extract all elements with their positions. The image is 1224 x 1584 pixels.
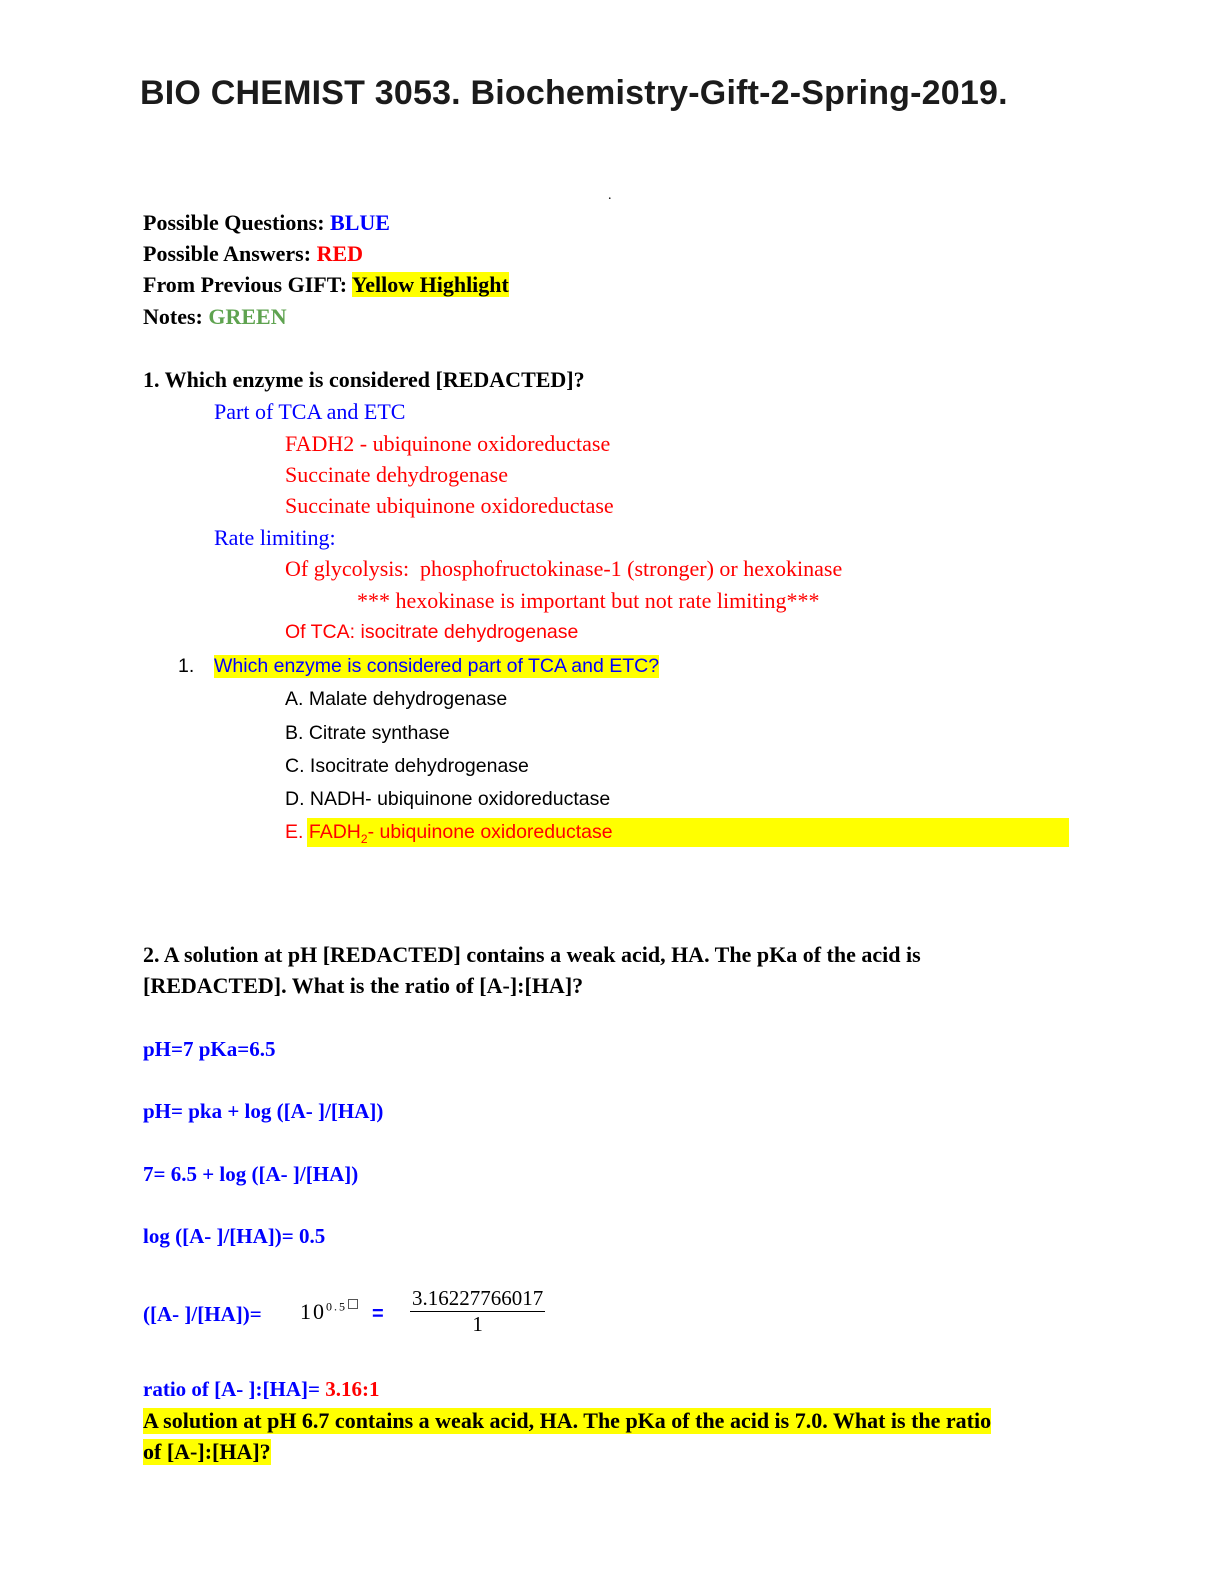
legend-questions-label: Possible Questions: [143,210,325,235]
q1-answer-letter: E. [285,821,304,843]
q1-answer-option: E. FADH2- ubiquinone oxidoreductase [285,821,613,846]
q1-part-answer: Succinate ubiquinone oxidoreductase [285,493,614,518]
q1-rate-glycolysis: Of glycolysis: phosphofructokinase-1 (st… [285,556,843,581]
q1-option: B. Citrate synthase [285,722,450,744]
q1-answer-rest: - ubiquinone oxidoreductase [367,821,613,843]
q2-equation-4-equals: = [372,1303,384,1325]
q1-rate-label: Rate limiting: [214,525,336,550]
q1-part-answer: Succinate dehydrogenase [285,462,508,487]
q1-answer-highlight-bar [307,818,1069,847]
q2-given: pH=7 pKa=6.5 [143,1037,276,1061]
legend-questions-value: BLUE [330,210,390,235]
q2-fraction-denominator: 1 [472,1312,483,1336]
q2-heading-line1: 2. A solution at pH [REDACTED] contains … [143,942,921,967]
q2-ratio-value: 3.16:1 [325,1377,380,1401]
q2-ratio: ratio of [A- ]:[HA]= 3.16:1 [143,1377,379,1402]
q1-answer-subscript: 2 [360,831,368,846]
q2-power-base: 10 [300,1299,326,1324]
q2-power-exponent: 0.5 [326,1299,347,1314]
q2-equation-4-left: ([A- ]/[HA])= [143,1302,262,1326]
q1-heading: 1. Which enzyme is considered [REDACTED]… [143,367,585,392]
legend-answers-value: RED [316,241,364,266]
q2-equation-2: 7= 6.5 + log ([A- ]/[HA]) [143,1162,359,1186]
legend-answers-label: Possible Answers: [143,241,312,266]
legend-notes-value: GREEN [208,304,287,329]
q1-option: D. NADH- ubiquinone oxidoreductase [285,788,611,810]
legend-notes: Notes: GREEN [143,304,287,330]
legend-previous-label: From Previous GIFT: [143,272,348,297]
q2-prev-question-line1: A solution at pH 6.7 contains a weak aci… [143,1408,992,1434]
q2-equation-1: pH= pka + log ([A- ]/[HA]) [143,1099,384,1123]
q1-prev-number: 1. [178,655,195,677]
stray-mark: . [608,188,612,203]
q1-option: C. Isocitrate dehydrogenase [285,755,529,777]
document-title: BIO CHEMIST 3053. Biochemistry-Gift-2-Sp… [140,74,1008,112]
legend-questions: Possible Questions: BLUE [143,210,390,236]
q2-fraction: 3.16227766017 1 [410,1286,546,1337]
q2-heading-line2: [REDACTED]. What is the ratio of [A-]:[H… [143,973,584,998]
q1-part-answer: FADH2 - ubiquinone oxidoreductase [285,431,611,456]
legend-previous-value: Yellow Highlight [351,272,509,297]
q1-prev-question: Which enzyme is considered part of TCA a… [214,655,660,678]
q2-prev-question-line2: of [A-]:[HA]? [143,1439,271,1465]
q1-rate-tca: Of TCA: isocitrate dehydrogenase [285,621,579,643]
q1-part-label: Part of TCA and ETC [214,399,406,424]
q2-equation-4-power: 100.5 [300,1299,358,1325]
legend-answers: Possible Answers: RED [143,241,363,267]
q2-ratio-label: ratio of [A- ]:[HA]= [143,1377,320,1401]
q1-rate-note: *** hexokinase is important but not rate… [357,588,820,613]
q1-option: A. Malate dehydrogenase [285,688,508,710]
legend-previous: From Previous GIFT: Yellow Highlight [143,272,509,298]
q2-equation-3: log ([A- ]/[HA])= 0.5 [143,1224,326,1248]
q2-fraction-numerator: 3.16227766017 [410,1286,546,1312]
legend-notes-label: Notes: [143,304,203,329]
q1-answer-main: FADH [308,821,361,843]
placeholder-box-icon [348,1299,358,1309]
